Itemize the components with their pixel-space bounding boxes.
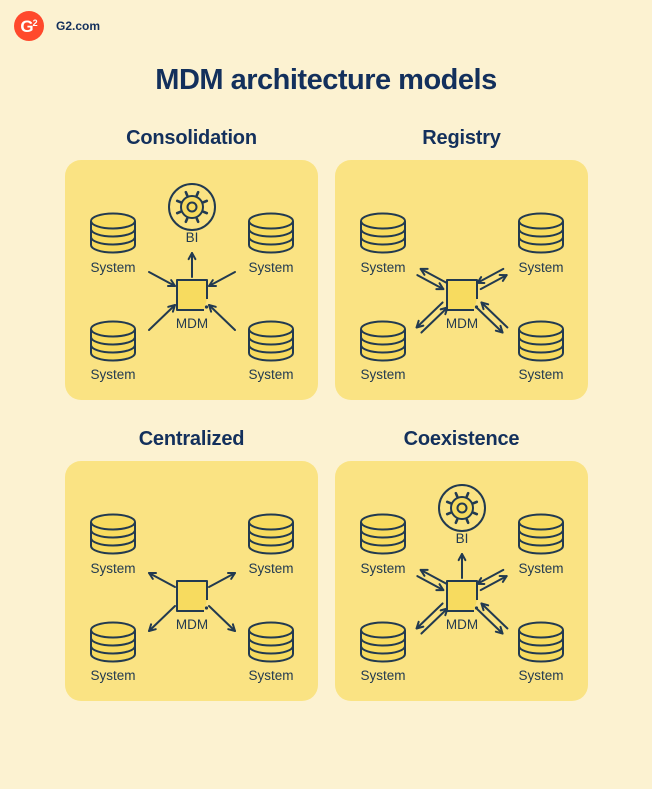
- system-label: System: [360, 668, 405, 683]
- model-heading: Consolidation: [126, 127, 257, 149]
- system-label: System: [248, 260, 293, 275]
- database-icon: [248, 320, 294, 362]
- arrow-to-system: [208, 605, 236, 632]
- mdm-box: [446, 580, 479, 612]
- page-title: MDM architecture models: [155, 64, 497, 96]
- arrow-to-bi: [457, 553, 467, 579]
- system-label: System: [248, 668, 293, 683]
- arrow-to-system: [475, 607, 504, 635]
- arrow-to-system: [479, 575, 508, 592]
- database-icon: [90, 513, 136, 555]
- mdm-box: [446, 279, 479, 311]
- database-icon: [518, 320, 564, 362]
- system-label: System: [518, 367, 563, 382]
- system-label: System: [90, 367, 135, 382]
- database-icon: [248, 212, 294, 254]
- logo-letter: G: [20, 16, 34, 36]
- database-icon: [90, 212, 136, 254]
- bi-gear-icon: [168, 183, 216, 231]
- system-label: System: [360, 260, 405, 275]
- bi-gear-icon: [438, 484, 486, 532]
- database-icon: [360, 212, 406, 254]
- mdm-label: MDM: [446, 617, 478, 632]
- mdm-box: [176, 279, 209, 311]
- database-icon: [90, 621, 136, 663]
- arrow-to-system: [415, 602, 444, 630]
- arrow-to-mdm: [148, 304, 176, 331]
- bi-label: BI: [456, 531, 469, 546]
- database-icon: [248, 513, 294, 555]
- model-heading: Registry: [422, 127, 501, 149]
- system-label: System: [90, 668, 135, 683]
- arrow-to-mdm: [480, 301, 509, 329]
- system-label: System: [518, 561, 563, 576]
- database-icon: [360, 513, 406, 555]
- arrow-to-system: [475, 306, 504, 334]
- model-heading: Coexistence: [403, 428, 520, 450]
- arrow-to-system: [148, 605, 176, 632]
- arrow-to-system: [419, 568, 448, 585]
- arrow-to-mdm: [480, 602, 509, 630]
- system-label: System: [518, 260, 563, 275]
- mdm-label: MDM: [446, 316, 478, 331]
- mdm-label: MDM: [176, 617, 208, 632]
- arrow-to-bi: [187, 252, 197, 278]
- database-icon: [518, 513, 564, 555]
- arrow-to-mdm: [208, 271, 236, 288]
- database-icon: [518, 212, 564, 254]
- system-label: System: [360, 561, 405, 576]
- database-icon: [360, 320, 406, 362]
- arrow-to-mdm: [416, 274, 445, 291]
- mdm-box: [176, 580, 209, 612]
- model-heading: Centralized: [138, 428, 245, 450]
- arrow-to-mdm: [416, 575, 445, 592]
- database-icon: [360, 621, 406, 663]
- system-label: System: [90, 260, 135, 275]
- arrow-to-system: [415, 301, 444, 329]
- database-icon: [248, 621, 294, 663]
- mdm-label: MDM: [176, 316, 208, 331]
- system-label: System: [360, 367, 405, 382]
- database-icon: [90, 320, 136, 362]
- system-label: System: [248, 561, 293, 576]
- arrow-to-mdm: [148, 271, 176, 288]
- arrow-to-mdm: [208, 304, 236, 331]
- arrow-to-system: [419, 267, 448, 284]
- arrow-to-system: [148, 571, 176, 588]
- system-label: System: [90, 561, 135, 576]
- system-label: System: [248, 367, 293, 382]
- arrow-to-system: [479, 274, 508, 291]
- logo-superscript: 2: [32, 17, 38, 28]
- bi-label: BI: [186, 230, 199, 245]
- database-icon: [518, 621, 564, 663]
- arrow-to-system: [208, 571, 236, 588]
- brand-text: G2.com: [56, 19, 101, 33]
- system-label: System: [518, 668, 563, 683]
